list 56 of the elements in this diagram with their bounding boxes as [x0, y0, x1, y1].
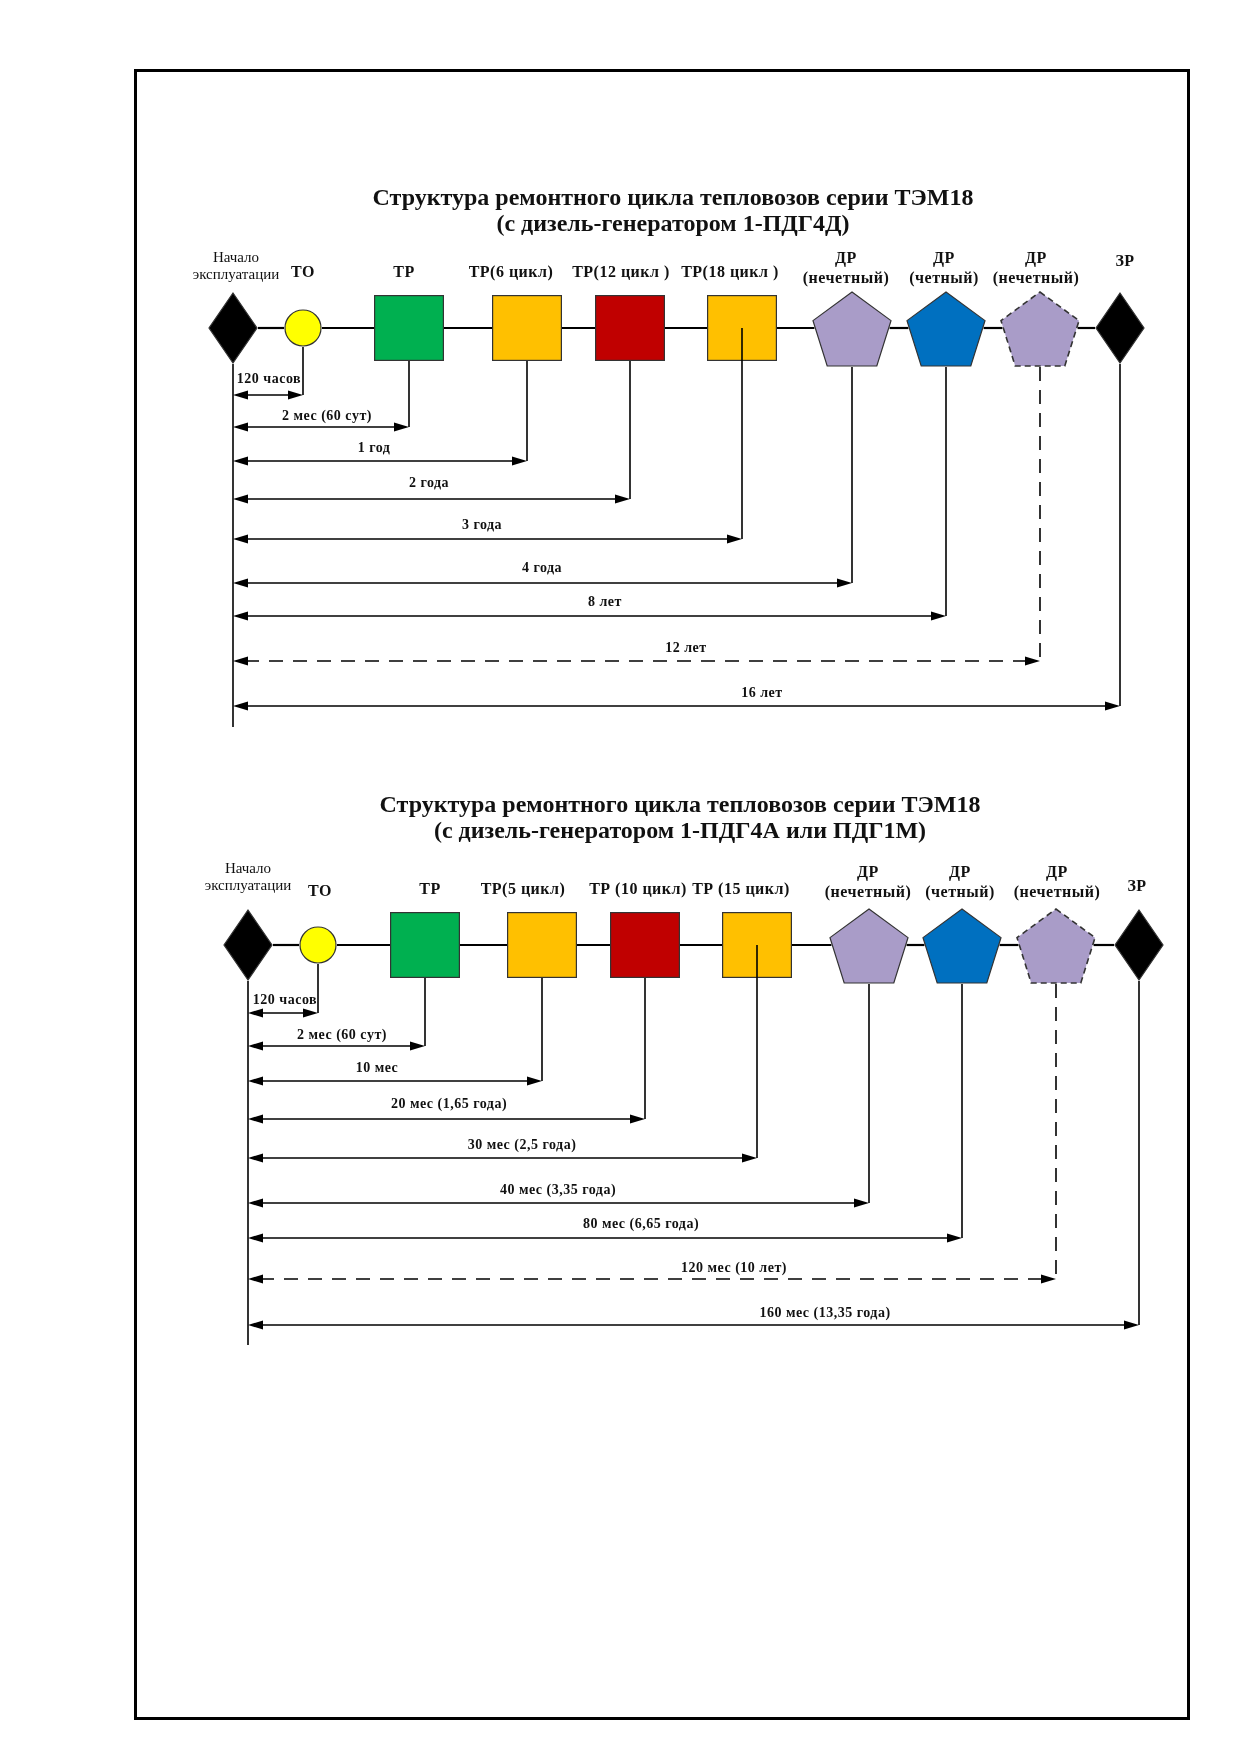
dimension-label: 3 года [461, 517, 503, 533]
stage-label: ДР (нечетный) [824, 862, 912, 902]
dimension-label: 10 мес [355, 1060, 399, 1076]
connector-line [999, 943, 1019, 947]
stage-label: ТР(6 цикл) [468, 262, 554, 282]
stage-label: ТО [291, 262, 315, 282]
dimension-label: 30 мес (2,5 года) [467, 1137, 577, 1153]
dimension-label: 120 часов [252, 992, 318, 1008]
dimension-label: 1 год [357, 440, 391, 456]
dimension-label: 16 лет [741, 685, 783, 701]
stage-label: ДР (нечетный) [1013, 862, 1101, 902]
stage-label: Начало эксплуатации [204, 860, 292, 894]
dimension-label: 8 лет [588, 594, 622, 610]
stage-label: Начало эксплуатации [192, 249, 280, 283]
dimension-label: 2 года [408, 475, 450, 491]
stage-label: ТР (15 цикл) [692, 879, 790, 899]
dimension-label: 80 мес (6,65 года) [582, 1216, 700, 1232]
connector-line [273, 943, 299, 947]
connector-line [460, 943, 507, 947]
section-heading: Структура ремонтного цикла тепловозов серии ТЭМ18 (с дизель-генератором 1-ПДГ4А или ПДГ1М) [379, 791, 981, 843]
stage-label: ТО [308, 881, 332, 901]
stage-label: ТР(5 цикл) [480, 879, 566, 899]
dimension-label: 2 мес (60 сут) [297, 1027, 387, 1043]
connector-line [562, 326, 595, 330]
stage-label: ТР(12 цикл ) [572, 262, 670, 282]
dimension-label: 4 года [521, 560, 563, 576]
dimension-label: 120 мес (10 лет) [681, 1260, 787, 1276]
connector-line [1093, 943, 1114, 947]
connector-line [337, 943, 390, 947]
stage-label: ДР (нечетный) [802, 248, 890, 288]
dimension-label: 20 мес (1,65 года) [390, 1096, 508, 1112]
stage-label: ТР [393, 262, 415, 282]
connector-line [577, 943, 610, 947]
connector-line [444, 326, 492, 330]
connector-line [889, 326, 909, 330]
dimension-label: 160 мес (13,35 года) [759, 1305, 891, 1321]
connector-line [792, 943, 832, 947]
diagram-title: Структура ремонтного цикла тепловозов серии ТЭМ18 (с дизель-генератором 1-ПДГ4Д) [372, 184, 974, 236]
connector-line [258, 326, 284, 330]
dimension-label: 120 часов [236, 371, 302, 387]
stage-label: ТР (10 цикл) [589, 879, 687, 899]
connector-line [983, 326, 1003, 330]
connector-line [680, 943, 722, 947]
dimension-label: 2 мес (60 сут) [282, 408, 372, 424]
stage-label: ДР (четный) [924, 862, 996, 902]
stage-label: ЗР [1115, 251, 1135, 271]
stage-label: ДР (четный) [908, 248, 980, 288]
connector-line [777, 326, 815, 330]
stage-label: ДР (нечетный) [992, 248, 1080, 288]
dimension-label: 12 лет [665, 640, 707, 656]
stage-label: ЗР [1127, 876, 1147, 896]
connector-line [322, 326, 374, 330]
stage-label: ТР(18 цикл ) [681, 262, 779, 282]
connector-line [665, 326, 707, 330]
stage-label: ТР [419, 879, 441, 899]
dimension-label: 40 мес (3,35 года) [499, 1182, 617, 1198]
